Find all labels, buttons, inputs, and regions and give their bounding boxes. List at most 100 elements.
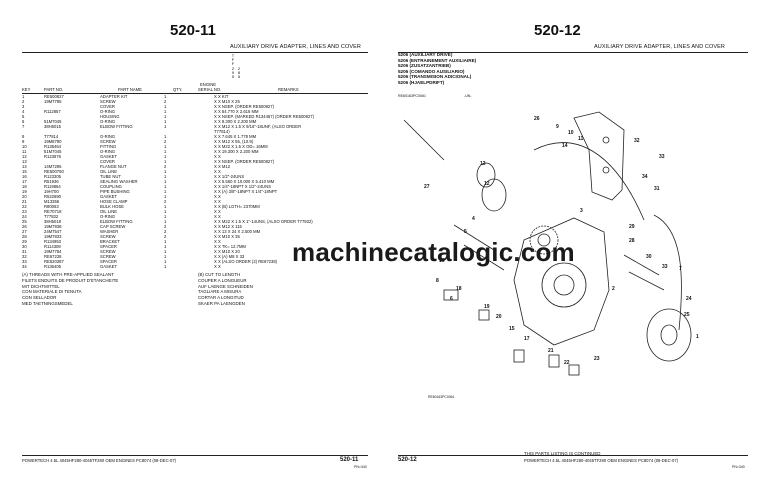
row-remarks: X X xyxy=(214,154,221,159)
row-qty: 1 xyxy=(164,249,167,254)
svg-text:25: 25 xyxy=(684,312,690,318)
row-key: 15 xyxy=(22,169,27,174)
svg-text:31: 31 xyxy=(654,186,660,192)
illustration-un: -UN- xyxy=(464,94,472,98)
row-qty: 1 xyxy=(164,174,167,179)
row-part-number: RE500827 xyxy=(44,94,64,99)
row-key: 33 xyxy=(22,259,27,264)
row-key: 21 xyxy=(22,199,27,204)
row-key: 8 xyxy=(22,134,25,139)
footer-divider xyxy=(398,455,748,456)
row-qty: 1 xyxy=(164,194,167,199)
table-row: T77814) xyxy=(22,129,354,134)
col-engine: ENGINE xyxy=(200,82,217,87)
row-part-number: 19M7938 xyxy=(44,224,62,229)
row-remarks: X X (ALSO ORDER (2) RE67238) xyxy=(214,259,278,264)
col-key: KEY xyxy=(22,87,31,92)
model-code-column-1: T F F 2 9 5 xyxy=(231,53,235,80)
row-key: 23 xyxy=(22,209,27,214)
svg-text:8: 8 xyxy=(436,278,439,284)
bracket xyxy=(573,111,625,201)
svg-text:3: 3 xyxy=(580,208,583,214)
row-key: 17 xyxy=(22,179,27,184)
row-qty: 1 xyxy=(164,204,167,209)
oil-line xyxy=(653,214,682,331)
row-qty: 1 xyxy=(164,94,167,99)
row-qty: 1 xyxy=(164,209,167,214)
group-title: 5206 (AUXILIARY DRIVE) 5206 (ENTRAINEMEN… xyxy=(398,52,477,85)
row-remarks: X X M10 X 25 xyxy=(214,99,240,104)
row-part-number: R80063 xyxy=(44,204,59,209)
svg-text:4: 4 xyxy=(472,216,475,222)
row-part-name: TUBE NUT xyxy=(100,174,121,179)
row-part-name: BULK HOSE xyxy=(100,204,124,209)
svg-text:29: 29 xyxy=(629,224,635,230)
row-qty: 1 xyxy=(164,159,167,164)
row-part-name: PIPE BUSHING xyxy=(100,189,130,194)
svg-text:20: 20 xyxy=(496,314,502,320)
col-remarks: REMARKS xyxy=(278,87,299,92)
svg-text:10: 10 xyxy=(568,130,574,136)
notes-cut-to-length: (B) CUT TO LENGTH COUPER A LONGUEUR AUF … xyxy=(198,272,253,306)
row-qty: 1 xyxy=(164,259,167,264)
col-part-no: PART NO. xyxy=(44,87,64,92)
svg-text:9: 9 xyxy=(556,124,559,130)
right-page: 520-12 AUXILIARY DRIVE ADAPTER, LINES AN… xyxy=(384,0,768,497)
row-part-number: RE500750 xyxy=(44,169,64,174)
row-qty: 2 xyxy=(164,99,167,104)
row-key: 12 xyxy=(22,154,27,159)
row-key: 26 xyxy=(22,224,27,229)
row-qty: 1 xyxy=(164,219,167,224)
row-part-number: T77832 xyxy=(44,214,59,219)
row-remarks: X X 5.560 X 10.000 X 5.410 MM xyxy=(214,179,275,184)
row-remarks: X X xyxy=(214,194,221,199)
watermark: machinecatalogic.com xyxy=(292,237,575,267)
row-part-name: CAP SCREW xyxy=(100,224,126,229)
row-qty: 2 xyxy=(164,224,167,229)
row-part-name: GASKET xyxy=(100,264,117,269)
row-part-number: RE70718 xyxy=(44,209,62,214)
row-part-name: ADAPTER KIT xyxy=(100,94,128,99)
col-part-name: PART NAME xyxy=(118,87,142,92)
row-part-name: O-RING xyxy=(100,149,116,154)
row-part-number: R51936 xyxy=(44,179,59,184)
page-number: 520-12 xyxy=(534,22,581,39)
svg-text:17: 17 xyxy=(524,336,530,342)
row-key: 7 xyxy=(22,124,25,129)
adapter-housing xyxy=(513,217,610,346)
continued-note: THIS PARTS LISTING IS CONTINUED xyxy=(524,451,601,456)
row-key: 31 xyxy=(22,249,27,254)
row-qty: 1 xyxy=(164,134,167,139)
row-qty: 1 xyxy=(164,124,167,129)
footer-text: POWERTECH 4.5L 4045HF280-4045TF280 OEM E… xyxy=(524,458,679,463)
row-part-number: 19M7785 xyxy=(44,99,62,104)
row-key: 29 xyxy=(22,239,27,244)
section-title: AUXILIARY DRIVE ADAPTER, LINES AND COVER xyxy=(594,44,725,50)
row-key: 18 xyxy=(22,184,27,189)
row-part-number: 24M7547 xyxy=(44,229,62,234)
row-part-name: COVER xyxy=(100,159,115,164)
col-qty: QTY. xyxy=(173,87,183,92)
svg-text:15: 15 xyxy=(509,326,515,332)
row-qty: 1 xyxy=(164,119,167,124)
row-key: 14 xyxy=(22,164,27,169)
row-part-name: SEALING WASHER xyxy=(100,179,138,184)
svg-text:28: 28 xyxy=(629,238,635,244)
row-key: 11 xyxy=(22,149,27,154)
row-part-name: GASKET xyxy=(100,154,117,159)
row-part-number: RE67238 xyxy=(44,254,62,259)
row-remarks: X X KIT xyxy=(214,94,229,99)
row-qty: 1 xyxy=(164,189,167,194)
svg-text:33: 33 xyxy=(659,154,665,160)
svg-text:32: 32 xyxy=(634,138,640,144)
row-part-name: O-RING xyxy=(100,214,116,219)
row-part-name: SCREW xyxy=(100,234,116,239)
